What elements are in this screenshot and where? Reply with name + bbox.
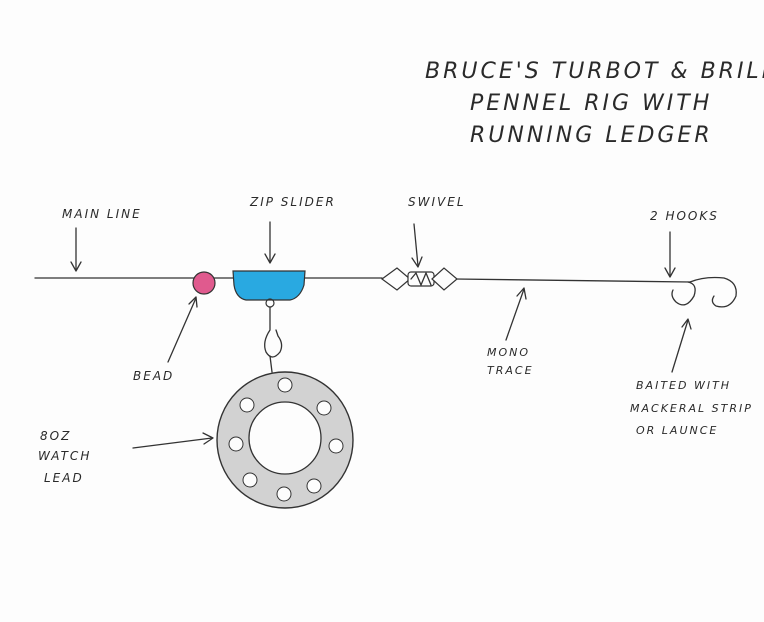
lead-label-1: 8OZ [40,429,71,443]
bait-arrow [671,319,689,373]
lead-label-3: LEAD [44,471,84,485]
lead-clip [264,306,283,358]
watch-lead [216,371,354,509]
bait-label-2: MACKERAL STRIP [630,402,753,415]
lead-arrow [132,437,213,449]
bait-label-1: BAITED WITH [636,379,731,392]
hook-1 [671,281,696,306]
title-line-2: PENNEL RIG WITH [470,91,712,116]
swivel-arrowhead [411,256,423,268]
zip-slider-arrowhead [264,253,276,264]
mono-trace-label-1: MONO [487,346,530,359]
title-line-1: BRUCE'S TURBOT & BRILL [425,59,764,84]
zip-slider [232,270,306,301]
lead-link [269,355,273,373]
mono-trace-line [454,278,691,283]
hooks-arrowhead [664,267,676,278]
hooks-label: 2 HOOKS [650,209,719,223]
swivel-label: SWIVEL [408,195,466,209]
main-line-label: MAIN LINE [62,207,142,221]
bait-label-3: OR LAUNCE [636,424,718,437]
title-line-3: RUNNING LEDGER [470,123,713,148]
bead-arrowhead [188,296,198,308]
bead-arrow [167,297,197,363]
main-line-arrowhead [70,261,82,272]
mono-trace-arrow [505,288,525,341]
hook-2 [689,276,737,308]
bead [192,271,216,295]
swivel-arrow [413,223,419,267]
bead-label: BEAD [133,369,174,383]
lead-label-2: WATCH [38,449,91,463]
mono-trace-arrowhead [516,287,527,300]
mono-trace-label-2: TRACE [487,364,534,377]
zip-slider-label: ZIP SLIDER [249,195,336,209]
lead-arrowhead [202,432,214,445]
swivel [380,267,458,291]
bait-arrowhead [681,318,692,330]
